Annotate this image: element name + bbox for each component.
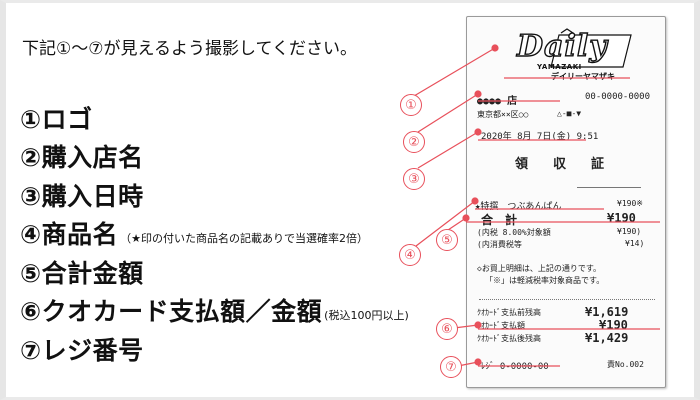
quo-after-label: ｸｵｶｰﾄﾞ支払後残高 xyxy=(477,334,541,343)
tax-value: ¥14) xyxy=(625,239,645,248)
callout-6: ⑥ xyxy=(436,318,458,340)
requirement-datetime: ③購入日時 xyxy=(20,173,409,212)
quo-paid-value: ¥190 xyxy=(599,318,628,332)
clerk-number: 責No.002 xyxy=(607,360,644,369)
requirement-label: ⑤合計金額 xyxy=(20,258,144,288)
quo-paid-label: ｸｵｶｰﾄﾞ支払額 xyxy=(477,321,525,330)
store-address-tail: △-■-▼ xyxy=(557,109,582,118)
quo-before-label: ｸｵｶｰﾄﾞ支払前残高 xyxy=(477,308,541,317)
daily-yamazaki-logo: Daily YAMAZAKI デイリーヤマザキ xyxy=(507,27,635,81)
tax-label: (内消費税等 xyxy=(477,240,522,249)
requirement-quo-payment: ⑥クオカード支払額／金額(税込100円以上) xyxy=(20,289,409,328)
callout-5: ⑤ xyxy=(436,229,458,251)
instruction-text: 下記①〜⑦が見えるよう撮影してください。 xyxy=(22,39,357,59)
logo-word: Daily xyxy=(516,28,608,64)
requirement-note: (税込100円以上) xyxy=(324,309,409,322)
store-phone: 00-0000-0000 xyxy=(585,92,651,102)
logo-kana: デイリーヤマザキ xyxy=(551,72,615,81)
requirement-label: ①ロゴ xyxy=(20,104,93,134)
requirement-register: ⑦レジ番号 xyxy=(20,327,409,366)
item-name: ★特撰 つぶあんぱん xyxy=(475,202,562,212)
tax-target-label: (内税 8.00%対象額 xyxy=(477,228,551,237)
callout-4: ④ xyxy=(399,244,421,266)
notice-line-1: ◇お買上明細は、上記の通りです。 xyxy=(477,264,602,273)
total-value: ¥190 xyxy=(607,211,636,225)
requirement-store-name: ②購入店名 xyxy=(20,135,409,174)
sample-receipt: Daily YAMAZAKI デイリーヤマザキ ●●●● 店 00-0000-0… xyxy=(466,16,666,388)
tax-target-value: ¥190) xyxy=(617,227,642,236)
notice-line-2: 「※」は軽減税率対象商品です。 xyxy=(485,276,605,285)
callout-2: ② xyxy=(403,131,425,153)
requirement-logo: ①ロゴ xyxy=(20,96,409,135)
item-price: ¥190※ xyxy=(617,199,643,208)
total-label: 合 計 xyxy=(481,213,518,227)
quo-before-value: ¥1,619 xyxy=(585,305,629,319)
receipt-title: 領 収 証 xyxy=(515,157,611,172)
quo-after-value: ¥1,429 xyxy=(585,331,629,345)
requirement-label: ⑦レジ番号 xyxy=(20,335,144,365)
callout-3: ③ xyxy=(403,168,425,190)
requirement-product-name: ④商品名（★印の付いた商品名の記載ありで当選確率2倍） xyxy=(20,212,409,251)
requirement-note: （★印の付いた商品名の記載ありで当選確率2倍） xyxy=(120,232,369,245)
requirement-label: ②購入店名 xyxy=(20,143,144,172)
requirement-label: ③購入日時 xyxy=(20,181,144,211)
requirement-list: ①ロゴ ②購入店名 ③購入日時 ④商品名（★印の付いた商品名の記載ありで当選確率… xyxy=(20,96,409,366)
requirement-total: ⑤合計金額 xyxy=(20,250,409,289)
logo-shape xyxy=(550,28,632,68)
divider xyxy=(577,187,641,188)
register-number: ﾚｼﾞ 0-0000-00 xyxy=(481,362,549,372)
store-name: ●●●● 店 xyxy=(477,96,518,107)
requirement-label: ⑥クオカード支払額／金額 xyxy=(20,297,323,326)
requirement-label: ④商品名 xyxy=(20,220,119,249)
store-address: 東京都××区○○ xyxy=(477,110,529,119)
callout-1: ① xyxy=(400,94,422,116)
purchase-datetime: 2020年 8月 7日(金) 9:51 xyxy=(481,132,599,142)
callout-7: ⑦ xyxy=(440,356,462,378)
logo-subtext: YAMAZAKI xyxy=(537,63,582,71)
dotted-divider xyxy=(479,299,655,300)
